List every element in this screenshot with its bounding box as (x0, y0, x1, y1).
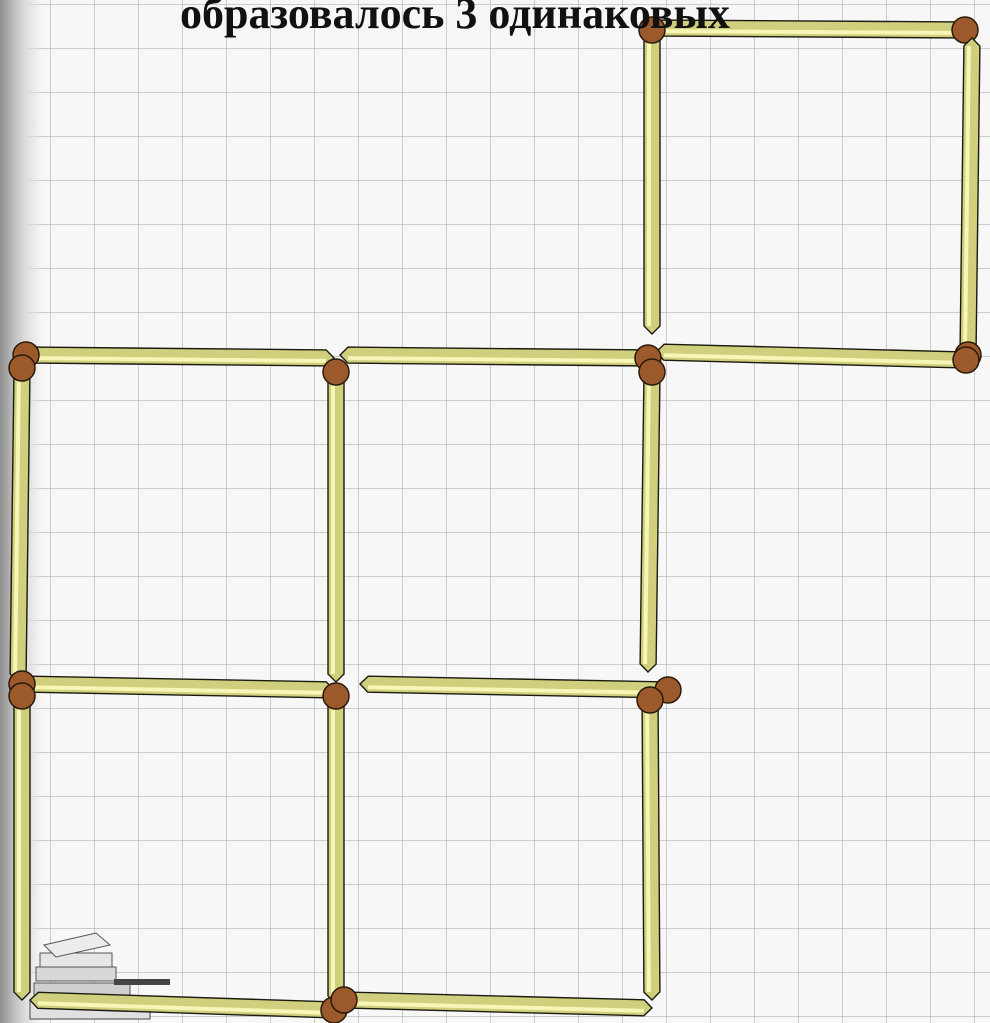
matchstick-highlight (647, 708, 649, 992)
matchstick-head (639, 359, 665, 385)
matchstick-head (9, 683, 35, 709)
matchstick (9, 671, 334, 698)
matchstick-head (9, 355, 35, 381)
matchstick-highlight (348, 358, 640, 361)
matchstick (360, 676, 681, 703)
matchstick (9, 683, 35, 1000)
matchstick (656, 344, 979, 373)
matchstick (955, 38, 981, 368)
matchstick-highlight (34, 358, 326, 361)
matchstick-body (328, 696, 344, 1004)
matchstick (637, 687, 663, 1000)
matchstick-head (323, 683, 349, 709)
matchstick-head (331, 987, 357, 1013)
matchstick-head (637, 687, 663, 713)
matchstick (323, 359, 349, 682)
matchstick-body (328, 372, 344, 682)
matchstick (30, 992, 347, 1023)
matchstick (639, 17, 665, 334)
matchstick (340, 345, 661, 371)
matchstick (331, 987, 652, 1016)
task-text: образовалось 3 одинаковых (180, 0, 990, 42)
matchstick-head (323, 359, 349, 385)
matchstick (13, 342, 334, 368)
matchstick-head (953, 347, 979, 373)
matchstick (323, 683, 349, 1004)
matchstick-body (642, 700, 660, 1000)
matchstick-body (14, 696, 30, 1000)
matchstick (9, 355, 35, 682)
matchstick-body (644, 30, 660, 334)
matchstick (639, 359, 665, 672)
